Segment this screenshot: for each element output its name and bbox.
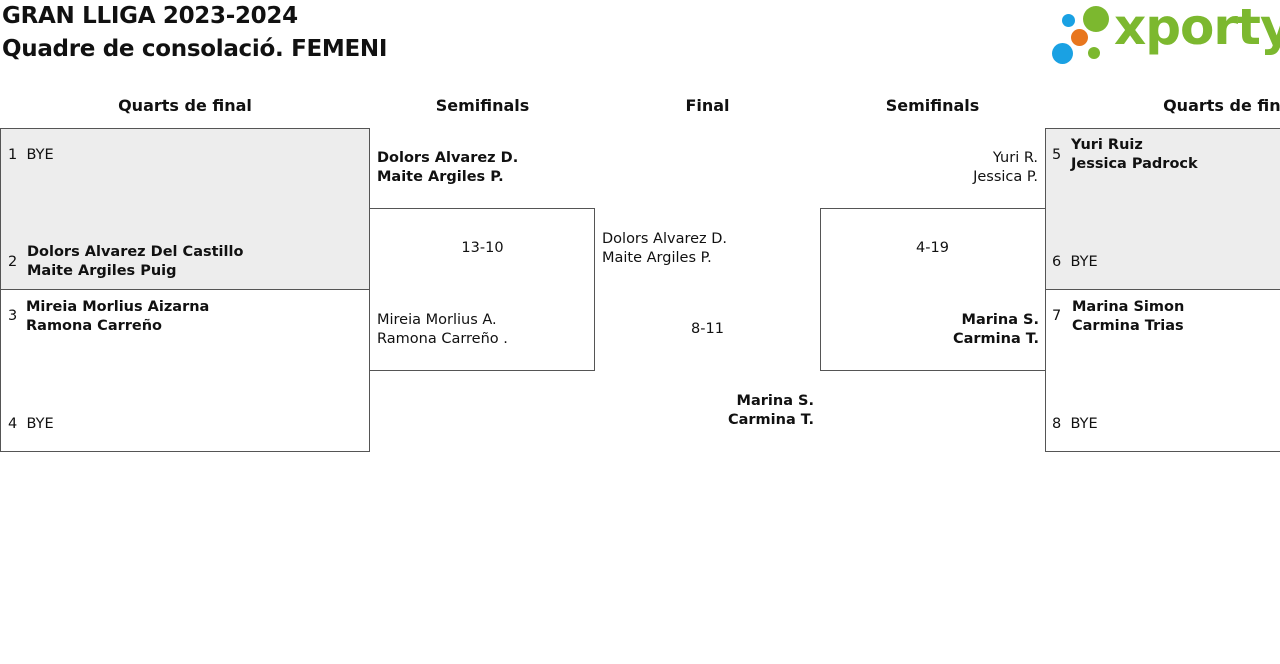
seed-3-number: 3 <box>8 308 18 324</box>
round-header-right-qf: Quarts de final <box>1163 96 1280 115</box>
player-name: Carmina T. <box>727 412 814 428</box>
player-name: Marina Simon <box>1072 299 1185 315</box>
final-top-team: Dolors Alvarez D. Maite Argiles P. <box>602 230 727 268</box>
seed-5-number: 5 <box>1052 147 1062 163</box>
page-subtitle: Quadre de consolació. FEMENI <box>2 36 388 62</box>
seed-7-team: Marina Simon Carmina Trias <box>1072 298 1184 336</box>
seed-number: 4 <box>8 416 18 432</box>
player-name: Yuri Ruiz <box>1071 137 1143 153</box>
seed-1: 1 BYE <box>8 146 54 165</box>
player-name: Ramona Carreño . <box>377 331 508 347</box>
round-header-final: Final <box>685 96 730 115</box>
right-sf-score: 4-19 <box>916 240 949 256</box>
player-name: Dolors Alvarez Del Castillo <box>27 244 244 260</box>
seed-number: 1 <box>8 147 18 163</box>
right-sf-bottom-team: Marina S. Carmina T. <box>820 311 1039 349</box>
logo-dot-green <box>1083 6 1109 32</box>
seed-4: 4 BYE <box>8 415 54 434</box>
player-name: Jessica Padrock <box>1071 156 1198 172</box>
match-box-qf3 <box>1045 128 1280 290</box>
seed-number: 8 <box>1052 416 1062 432</box>
round-header-right-sf: Semifinals <box>885 96 980 115</box>
player-name: Jessica P. <box>973 169 1038 185</box>
left-sf-score: 13-10 <box>461 240 504 256</box>
seed-7-number: 7 <box>1052 308 1062 324</box>
player-name: Dolors Alvarez D. <box>377 150 519 166</box>
xporty-logo: xporty <box>1050 0 1280 68</box>
match-box-qf4 <box>1045 289 1280 452</box>
logo-dot-blue <box>1052 43 1073 64</box>
right-sf-top-team: Yuri R. Jessica P. <box>820 149 1038 187</box>
seed-3-team: Mireia Morlius Aizarna Ramona Carreño <box>26 298 209 336</box>
seed-2-team: Dolors Alvarez Del Castillo Maite Argile… <box>27 243 243 281</box>
player-name: Ramona Carreño <box>26 318 163 334</box>
logo-dot-green-small <box>1088 47 1100 59</box>
player-name: Dolors Alvarez D. <box>602 231 728 247</box>
seed-5-team: Yuri Ruiz Jessica Padrock <box>1071 136 1198 174</box>
player-name: Marina S. <box>736 393 814 409</box>
player-name: Marina S. <box>961 312 1039 328</box>
player-name: Mireia Morlius Aizarna <box>26 299 210 315</box>
logo-dot-orange <box>1071 29 1088 46</box>
page-title: GRAN LLIGA 2023-2024 <box>2 3 298 29</box>
seed-2-number: 2 <box>8 254 18 270</box>
seed-6: 6 BYE <box>1052 253 1098 272</box>
logo-dot-blue-small <box>1062 14 1075 27</box>
match-box-left-sf <box>369 208 595 371</box>
player-name: Yuri R. <box>992 150 1038 166</box>
round-header-left-sf: Semifinals <box>435 96 530 115</box>
team-name: BYE <box>1070 254 1098 270</box>
player-name: Maite Argiles Puig <box>27 263 177 279</box>
round-header-left-qf: Quarts de final <box>118 96 252 115</box>
final-winner: Marina S. Carmina T. <box>620 392 814 430</box>
left-sf-top-team: Dolors Alvarez D. Maite Argiles P. <box>377 149 518 187</box>
team-name: BYE <box>1070 416 1098 432</box>
team-name: BYE <box>26 147 54 163</box>
player-name: Maite Argiles P. <box>602 250 712 266</box>
seed-8: 8 BYE <box>1052 415 1098 434</box>
final-score: 8-11 <box>691 321 724 337</box>
seed-number: 6 <box>1052 254 1062 270</box>
left-sf-bottom-team: Mireia Morlius A. Ramona Carreño . <box>377 311 508 349</box>
player-name: Carmina T. <box>952 331 1039 347</box>
team-name: BYE <box>26 416 54 432</box>
match-box-qf1 <box>0 128 370 290</box>
player-name: Carmina Trias <box>1072 318 1184 334</box>
player-name: Maite Argiles P. <box>377 169 504 185</box>
logo-text: xporty <box>1114 0 1280 56</box>
player-name: Mireia Morlius A. <box>377 312 497 328</box>
